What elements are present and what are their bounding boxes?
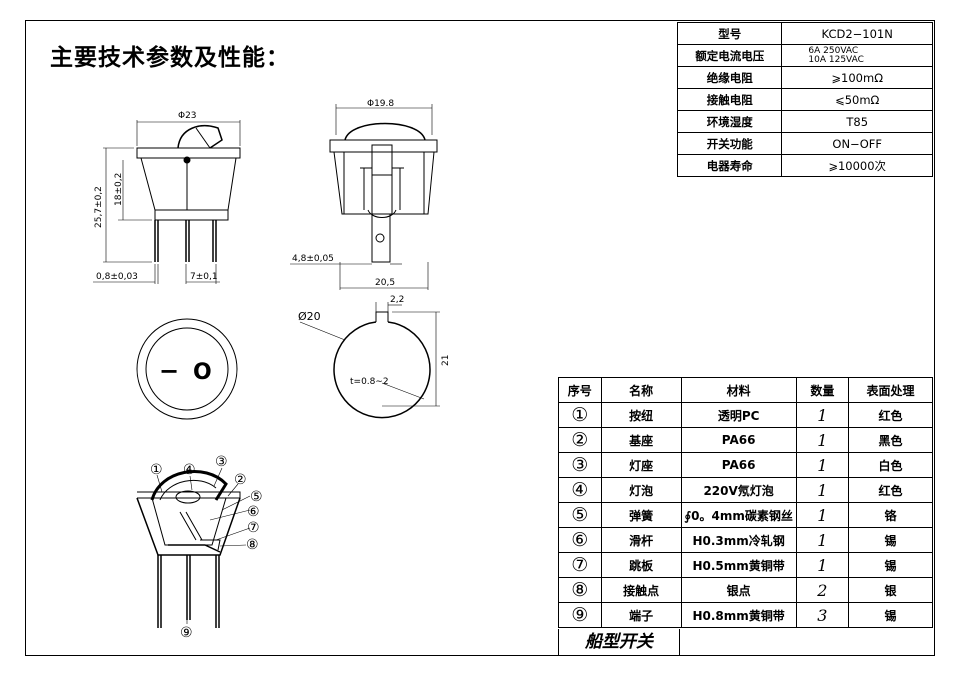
callout-7: ⑦ xyxy=(247,520,260,536)
part-number: ② xyxy=(558,427,602,453)
dim-pin-0-8: 0,8±0,03 xyxy=(96,272,138,282)
part-qty: 1 xyxy=(795,402,850,428)
part-qty: 1 xyxy=(795,452,850,478)
part-name: 接触点 xyxy=(600,577,682,603)
spec-row-life: 电器寿命 ⩾10000次 xyxy=(676,154,933,177)
callout-2: ② xyxy=(234,472,247,488)
part-finish: 黑色 xyxy=(848,427,933,453)
dim-hole-20: Ø20 xyxy=(298,310,321,323)
off-symbol: − xyxy=(159,357,179,385)
part-name: 灯座 xyxy=(600,452,682,478)
spec-table: 型号 KCD2−101N 额定电流电压 6A 250VAC 10A 125VAC… xyxy=(676,22,933,177)
part-finish: 锡 xyxy=(848,527,933,553)
thickness-label: t=0.8∼2 xyxy=(350,377,389,387)
part-number: ⑨ xyxy=(558,602,602,628)
part-qty: 1 xyxy=(795,477,850,503)
spec-value-line: 6A 250VAC xyxy=(808,45,859,56)
dim-depth-20-5: 20,5 xyxy=(375,278,395,288)
part-number: ③ xyxy=(558,452,602,478)
dim-height-25-7: 25,7±0,2 xyxy=(94,186,104,228)
page-title: 主要技术参数及性能： xyxy=(50,45,290,71)
part-finish: 铬 xyxy=(848,502,933,528)
part-number: ⑧ xyxy=(558,577,602,603)
dim-tab-4-8: 4,8±0,05 xyxy=(292,254,334,264)
part-material: ∮0。4mm碳素钢丝 xyxy=(680,502,797,528)
part-number: ⑥ xyxy=(558,527,602,553)
callout-5: ⑤ xyxy=(250,489,263,505)
dim-width-19-8: Φ19.8 xyxy=(367,99,394,109)
dim-width-23: Φ23 xyxy=(178,111,197,121)
spec-value: ⩾10000次 xyxy=(781,154,933,177)
part-name: 弹簧 xyxy=(600,502,682,528)
callout-8: ⑧ xyxy=(246,537,259,553)
dim-height-18: 18±0,2 xyxy=(114,173,124,206)
dim-21: 21 xyxy=(441,355,451,366)
part-material: H0.3mm冷轧钢 xyxy=(680,527,797,553)
part-finish: 白色 xyxy=(848,452,933,478)
side-view xyxy=(93,120,241,284)
part-finish: 红色 xyxy=(848,402,933,428)
part-finish: 锡 xyxy=(848,602,933,628)
spec-row-rating: 额定电流电压 6A 250VAC 10A 125VAC xyxy=(676,44,933,67)
part-number: ⑦ xyxy=(558,552,602,578)
on-symbol: O xyxy=(193,360,212,385)
end-view xyxy=(290,104,438,290)
callout-9: ⑨ xyxy=(180,625,193,641)
spec-row-contact: 接触电阻 ⩽50mΩ xyxy=(676,88,933,111)
callout-3: ③ xyxy=(215,454,228,470)
footer-label: 船型开关 xyxy=(558,629,680,655)
part-name: 按纽 xyxy=(600,402,682,428)
part-material: H0.5mm黄铜带 xyxy=(680,552,797,578)
part-name: 滑杆 xyxy=(600,527,682,553)
dim-notch-2-2: 2,2 xyxy=(390,295,404,305)
part-qty: 1 xyxy=(795,502,850,528)
callout-4: ④ xyxy=(183,462,196,478)
col-header: 名称 xyxy=(600,377,682,403)
panel-cutout xyxy=(299,302,440,419)
spec-key: 额定电流电压 xyxy=(676,44,783,67)
spec-key: 开关功能 xyxy=(676,132,783,155)
parts-header-row: 序号 名称 材料 数量 表面处理 xyxy=(558,377,933,403)
drawing-frame xyxy=(25,20,935,656)
part-material: 透明PC xyxy=(680,402,797,428)
part-qty: 1 xyxy=(795,552,850,578)
cross-section xyxy=(136,467,251,628)
front-view xyxy=(136,318,238,420)
part-number: ① xyxy=(558,402,602,428)
col-header: 序号 xyxy=(558,377,602,403)
dim-pitch-7: 7±0,1 xyxy=(190,272,218,282)
col-header: 材料 xyxy=(680,377,797,403)
part-material: H0.8mm黄铜带 xyxy=(680,602,797,628)
spec-key: 环境湿度 xyxy=(676,110,783,133)
spec-key: 电器寿命 xyxy=(676,154,783,177)
part-name: 端子 xyxy=(600,602,682,628)
callout-6: ⑥ xyxy=(247,504,260,520)
part-finish: 锡 xyxy=(848,552,933,578)
part-qty: 3 xyxy=(795,602,850,628)
spec-row-function: 开关功能 ON−OFF xyxy=(676,132,933,155)
callout-1: ① xyxy=(150,462,163,478)
spec-value-line: 10A 125VAC xyxy=(808,54,864,65)
spec-row-humidity: 环境湿度 T85 xyxy=(676,110,933,133)
